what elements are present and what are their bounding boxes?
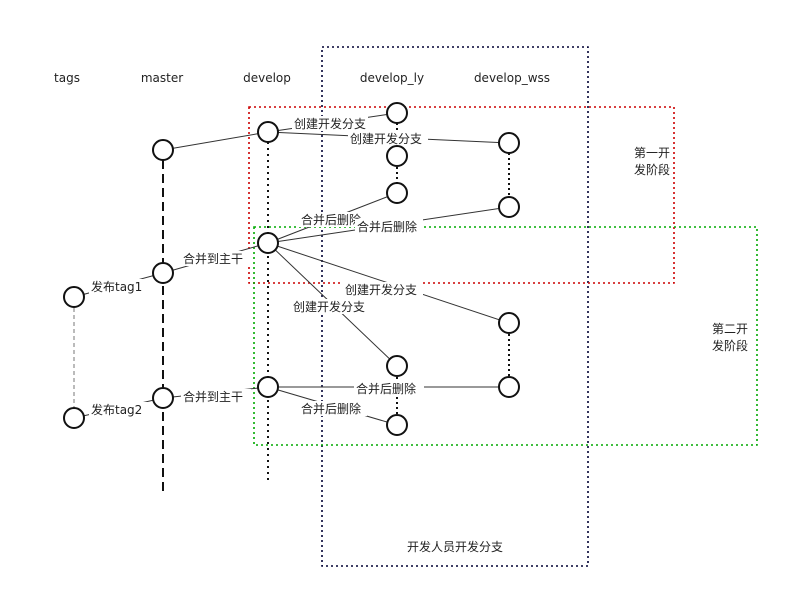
stage-two-label-line2: 发阶段	[712, 338, 748, 353]
developer-branches-label: 开发人员开发分支	[407, 539, 503, 554]
develop-ly-commit-node	[386, 102, 408, 124]
master-commit-node	[152, 139, 174, 161]
column-header-develop-wss: develop_wss	[474, 71, 550, 85]
develop-ly-commit-node	[386, 145, 408, 167]
develop-ly-commit-node	[386, 182, 408, 204]
edge-label-release-tag2: 发布tag2	[91, 402, 142, 417]
column-header-tags: tags	[54, 71, 80, 85]
edge-label-create-branch-1: 创建开发分支	[294, 116, 366, 131]
develop-wss-commit-node	[498, 312, 520, 334]
stage-one-label-line2: 发阶段	[634, 162, 670, 177]
edge-label-create-branch-4: 创建开发分支	[293, 299, 365, 314]
edge-label-release-tag1: 发布tag1	[91, 279, 142, 294]
develop-wss-commit-node	[498, 376, 520, 398]
edge-label-create-branch-3: 创建开发分支	[345, 282, 417, 297]
column-header-master: master	[141, 71, 183, 85]
column-header-develop-ly: develop_ly	[360, 71, 424, 85]
develop-commit-node	[257, 232, 279, 254]
stage-two-label-line1: 第二开	[712, 322, 748, 336]
edge-label-merge-to-master-2: 合并到主干	[183, 389, 243, 404]
develop-wss-commit-node	[498, 132, 520, 154]
edge-label-merge-delete-3: 合并后删除	[356, 381, 416, 396]
edge-label-merge-delete-1: 合并后删除	[301, 212, 361, 227]
edge-label-create-branch-2: 创建开发分支	[350, 131, 422, 146]
stage-one-region	[248, 106, 675, 284]
develop-ly-commit-node	[386, 414, 408, 436]
stage-one-label-line1: 第一开	[634, 146, 670, 160]
edge-label-merge-delete-4: 合并后删除	[301, 401, 361, 416]
stage-two-region	[253, 226, 758, 446]
tag-node-tag1	[63, 286, 85, 308]
edge-label-merge-to-master-1: 合并到主干	[183, 251, 243, 266]
develop-commit-node	[257, 376, 279, 398]
master-commit-node	[152, 387, 174, 409]
develop-ly-commit-node	[386, 355, 408, 377]
edge-master-to-develop	[162, 131, 269, 151]
tag-node-tag2	[63, 407, 85, 429]
edge-label-merge-delete-2: 合并后删除	[357, 219, 417, 234]
develop-wss-commit-node	[498, 196, 520, 218]
column-header-develop: develop	[243, 71, 291, 85]
develop-commit-node	[257, 121, 279, 143]
master-commit-node	[152, 262, 174, 284]
